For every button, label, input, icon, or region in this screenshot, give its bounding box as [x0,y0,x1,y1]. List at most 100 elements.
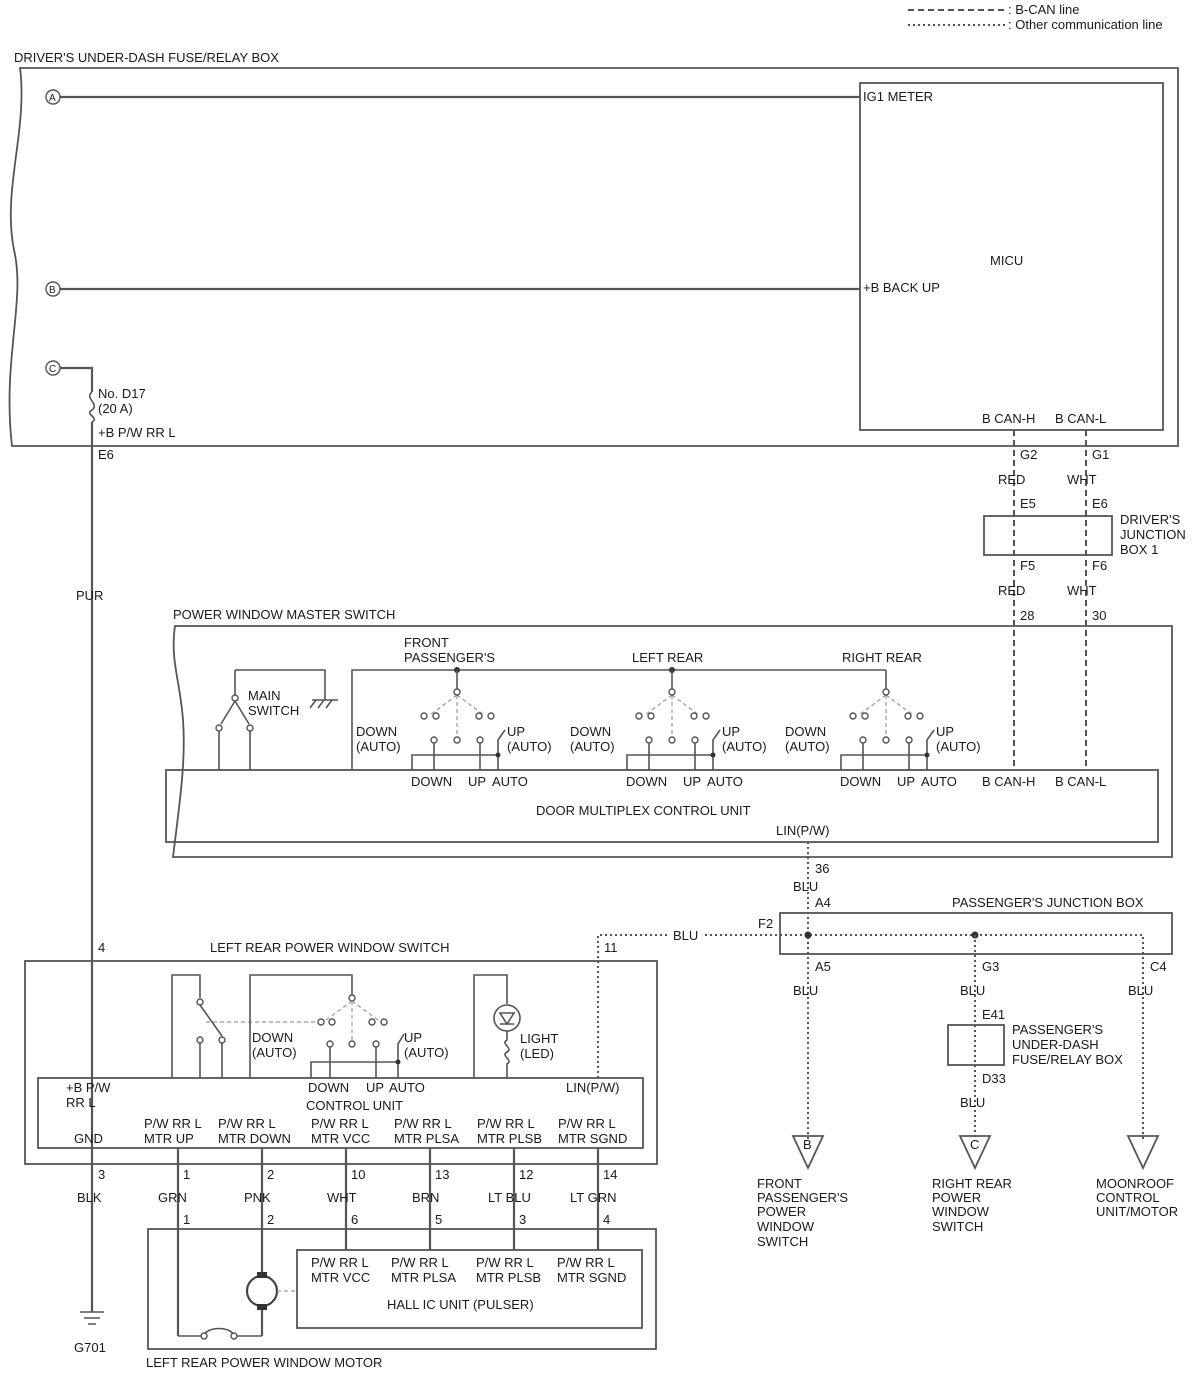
left-rear-label: LEFT REAR [632,650,703,665]
wire-red2-label: RED [998,583,1025,598]
switch-wire-colors: BLK GRN PNK WHT BRN LT BLU LT GRN [77,1190,616,1205]
rr-up-pin: UP [897,774,915,789]
dest-b-label-5: SWITCH [757,1234,808,1249]
mtr-plsb-label-1: P/W RR L [477,1116,535,1131]
hall-plsb-2: MTR PLSB [476,1270,541,1285]
wire-blu-c4-label: BLU [1128,983,1153,998]
wire-c [60,366,94,392]
switch-contact [430,736,438,744]
connector-e6-label: E6 [98,447,114,462]
rr-up-auto-1: UP [936,724,954,739]
connector-c4-label: C4 [1150,959,1167,974]
switch-contact [476,736,484,744]
connector-g2-label: G2 [1020,447,1037,462]
switch-contact [635,712,643,720]
fuse-output-label: +B P/W RR L [98,425,176,440]
switch-junction [710,752,716,758]
lr-auto-blade [351,1000,379,1021]
mux-bcan-l-label: B CAN-L [1055,774,1106,789]
sw-pin: 2 [267,1167,274,1182]
switch-wiring [411,729,506,770]
connector-4-label: 4 [98,940,105,955]
micu-box [859,82,1164,431]
wire-color: BRN [412,1190,439,1205]
passenger-junction-box [779,912,1173,955]
switch-contact [647,712,655,720]
switch-blade [671,694,700,716]
rr-down-pin: DOWN [840,774,881,789]
switch-common-bus [351,669,886,770]
ground-g701-label: G701 [74,1340,106,1355]
fuse-amp-label: (20 A) [98,401,133,416]
mtr-pin: 1 [183,1212,190,1227]
dest-c-label-2: POWER [932,1190,981,1205]
ig1-meter-label: IG1 METER [863,89,933,104]
mtr-down-label-1: P/W RR L [218,1116,276,1131]
main-switch-label-2: SWITCH [248,703,299,718]
fp-auto-pin: AUTO [492,774,528,789]
wire-blu-g3-label: BLU [960,983,985,998]
switch-contact [861,712,869,720]
mtr-plsa-label-2: MTR PLSA [394,1131,459,1146]
lr-auto-contact [380,1018,388,1026]
switch-blade [885,694,914,716]
main-switch-blade-2 [234,700,250,725]
lr-switch-bus [249,974,353,1078]
dest-b-label-1: FRONT [757,1176,802,1191]
fp-down-pin: DOWN [411,774,452,789]
sw-pin: 10 [351,1167,365,1182]
hall-vcc-1: P/W RR L [311,1255,369,1270]
switch-contact [420,712,428,720]
fuse-number-label: No. D17 [98,386,146,401]
lr-auto-contact [328,1018,336,1026]
fp-down-auto-2: (AUTO) [356,739,401,754]
switch-contact [849,712,857,720]
switch-contact [432,712,440,720]
motor-brush-top [257,1272,267,1278]
front-pass-label-1: FRONT [404,635,449,650]
mtr-sgnd-label-2: MTR SGND [558,1131,627,1146]
wire-blu-d33-label: BLU [960,1095,985,1110]
sw-pin: 3 [98,1167,105,1182]
b-back-up-label: +B BACK UP [863,280,940,295]
main-switch-pivot-1 [231,694,239,702]
switch-contact [645,736,653,744]
mtr-sgnd-label-1: P/W RR L [558,1116,616,1131]
lr-switch-outline [24,960,658,1165]
motor-icon [245,1274,279,1308]
lr-auto-contact [368,1018,376,1026]
wire-color: GRN [158,1190,187,1205]
bpw-label-1: +B P/W [66,1080,111,1095]
connector-f2-label: F2 [758,916,773,931]
mtr-up-label-1: P/W RR L [144,1116,202,1131]
dest-b-label-2: PASSENGER'S [757,1190,848,1205]
ground-symbol [309,699,338,709]
wire-color: PNK [244,1190,271,1205]
mtr-vcc-label-2: MTR VCC [311,1131,370,1146]
connector-b-label: B [49,285,56,296]
junction-box-label-1: DRIVER'S [1120,512,1181,527]
lr-down-auto-label-2: (AUTO) [252,1045,297,1060]
rr-down-auto-2: (AUTO) [785,739,830,754]
connector-c-label: C [49,364,56,375]
lr-auto-contact [348,1040,356,1048]
switch-contact [859,736,867,744]
wire-color: LT BLU [488,1190,531,1205]
passenger-jb-label: PASSENGER'S JUNCTION BOX [952,895,1144,910]
connector-a-label: A [49,93,56,104]
left-rear-master-switch [626,667,721,770]
wire-red1-label: RED [998,472,1025,487]
driver-junction-box [983,515,1113,556]
switch-contact [905,736,913,744]
hall-sgnd-1: P/W RR L [557,1255,615,1270]
connector-a5-label: A5 [815,959,831,974]
lr-switch-common [171,974,201,1078]
mux-bcan-h-label: B CAN-H [982,774,1035,789]
pass-fuse-label-1: PASSENGER'S [1012,1022,1103,1037]
fp-up-auto-2: (AUTO) [507,739,552,754]
lr-auto-blade [325,1000,353,1021]
dest-c-label-1: RIGHT REAR [932,1176,1012,1191]
lr-auto-contact [372,1040,380,1048]
switch-contact [916,712,924,720]
